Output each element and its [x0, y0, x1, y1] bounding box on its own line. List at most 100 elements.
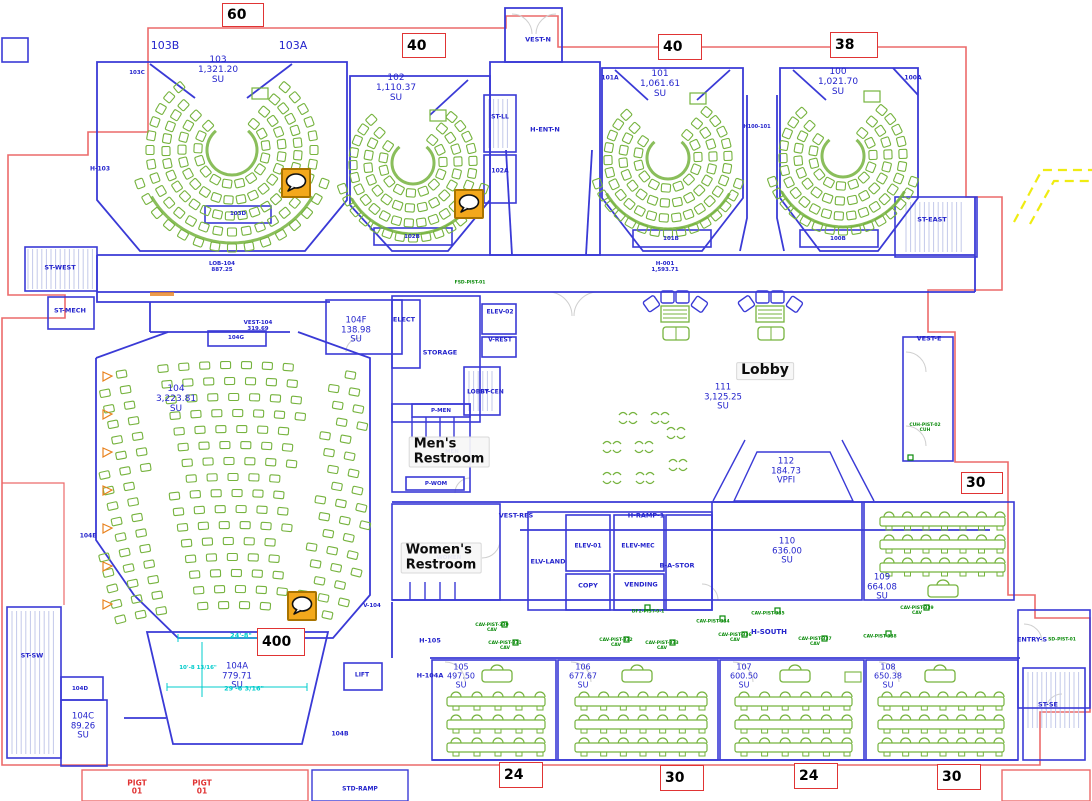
label-102b-line: 102B — [404, 233, 420, 240]
label-vest-e: VEST-E — [916, 334, 942, 343]
tag-cav-336-line: CAV-PIST-336 — [718, 632, 752, 638]
room-111-label-line: SU — [717, 401, 729, 412]
dim-29-line: 29'-6 3/16" — [224, 684, 264, 693]
label-vest-e-line: VEST-E — [916, 334, 942, 343]
label-103d-line: 103D — [229, 210, 247, 217]
label-elv-land-line: ELV-LAND — [530, 557, 566, 566]
roof-dashed-lines — [1013, 168, 1092, 225]
room-105-label-line: 497.50 — [447, 671, 475, 681]
label-st-mech-line: ST-MECH — [54, 306, 86, 315]
room-106-label-line: 677.67 — [569, 671, 597, 681]
room-104c-label-line: 89.26 — [70, 721, 96, 732]
room-104-label-line: 3,223.81 — [155, 393, 197, 404]
label-h-103: H-103 — [90, 166, 110, 174]
label-vest-n: VEST-N — [525, 35, 551, 44]
label-std-ramp-line: STD-RAMP — [342, 785, 378, 793]
room-112-label-line: 112 — [777, 456, 795, 467]
tag-sd-entry-line: SD-PIST-01 — [1048, 637, 1076, 643]
room-104f-label-line: 104F — [345, 315, 367, 326]
tag-cav-333-line: CAV — [657, 646, 667, 651]
aisle-markers — [102, 292, 174, 611]
label-h-104a: H-104A — [416, 671, 444, 680]
label-entry-s-line: ENTRY-S — [1016, 635, 1048, 644]
label-h100-101: H100-101 — [743, 125, 770, 131]
exterior-walls — [1, 15, 1091, 801]
room-110-label-line: SU — [781, 555, 793, 566]
label-102a-line: 102A — [491, 167, 509, 175]
label-copy-line: COPY — [578, 581, 598, 590]
room-108-label-line: 108 — [880, 662, 896, 672]
dim-29: 29'-6 3/16" — [224, 684, 264, 693]
label-104d-line: 104D — [71, 685, 89, 692]
room-101-label-line: SU — [653, 89, 667, 100]
tag-cav-331-line: CAV-PIST-331 — [488, 640, 522, 646]
label-v-rest-line: V-REST — [488, 336, 512, 344]
room-102-label-line: 102 — [387, 72, 405, 83]
label-104d: 104D — [72, 686, 88, 692]
label-h-104a-line: H-104A — [416, 671, 444, 680]
tag-cav-332-line: CAV-PIST-332 — [599, 637, 633, 643]
label-storage: STORAGE — [423, 349, 457, 357]
label-vest-n-line: VEST-N — [525, 35, 551, 44]
label-lobby-st: LOBBY — [467, 389, 489, 397]
label-h-ent-n: H-ENT-N — [530, 126, 560, 134]
tag-cav-330-line: CAV — [487, 628, 497, 633]
dim-24-8: 24'-8" — [230, 632, 252, 640]
label-v-rest: V-REST — [488, 336, 512, 345]
label-vest-104-line: VEST-104 — [243, 319, 273, 326]
room-109-label-line: 664.08 — [867, 582, 897, 593]
tag-cav-334: CAV-PIST-334 — [696, 619, 729, 624]
label-mens-restroom-line: Men's — [413, 436, 457, 452]
room-108-label-line: SU — [882, 680, 894, 690]
label-st-cen-line: ST-CEN — [480, 388, 504, 396]
label-104g-line: 104G — [228, 334, 244, 341]
room-110-label-line: 636.00 — [772, 546, 802, 557]
room-112-label-line: 184.73 — [771, 466, 801, 477]
room-106-label-line: SU — [577, 680, 589, 690]
tag-cav-334-line: CAV-PIST-334 — [696, 619, 730, 625]
room-112-label-line: VPFI — [776, 475, 796, 486]
room-102-label-line: SU — [389, 93, 403, 104]
label-lobby: Lobby — [736, 362, 794, 380]
label-elv-land: ELV-LAND — [530, 557, 566, 566]
label-pigt-1-line: PIGT — [127, 778, 147, 788]
room-106-label-line: 106 — [575, 662, 591, 672]
room-107-label-line: 107 — [736, 662, 752, 672]
tag-cav-337-line: CAV-PIST-337 — [798, 636, 832, 642]
room-111-label-line: 3,125.25 — [704, 392, 742, 403]
label-101a: 101A — [601, 75, 618, 83]
room-100-label-line: 1,021.70 — [817, 76, 859, 87]
tag-cav-335: CAV-PIST-335 — [751, 611, 784, 616]
label-st-sw-line: ST-SW — [20, 651, 44, 660]
label-103d: 103D — [230, 211, 246, 217]
label-womens-restroom-line: Restroom — [405, 557, 477, 572]
label-h-105-line: H-105 — [419, 636, 441, 645]
label-pigt-2-line: PIGT — [192, 778, 212, 788]
label-elect: ELECT — [393, 316, 415, 324]
tag-cav-330-line: CAV-PIST-330 — [475, 622, 509, 628]
label-h-001-line: 1,593.71 — [651, 267, 679, 273]
label-lob-104-line: LOB-104 — [209, 260, 235, 267]
room-107-label-line: SU — [738, 680, 750, 690]
label-vending: VENDING — [624, 580, 658, 589]
tag-df2-line: DF2-PIST-0-1 — [631, 609, 665, 615]
label-elev-mec: ELEV-MEC — [621, 543, 654, 551]
label-st-east-line: ST-EAST — [917, 215, 947, 224]
label-p-men-line: P-MEN — [430, 407, 452, 414]
label-p-wom-line: P-WOM — [424, 480, 448, 487]
label-vending-line: VENDING — [624, 580, 658, 589]
tag-fsd: FSD-PIST-01 — [455, 280, 486, 285]
room-101-label-line: 1,061.61 — [639, 78, 681, 89]
